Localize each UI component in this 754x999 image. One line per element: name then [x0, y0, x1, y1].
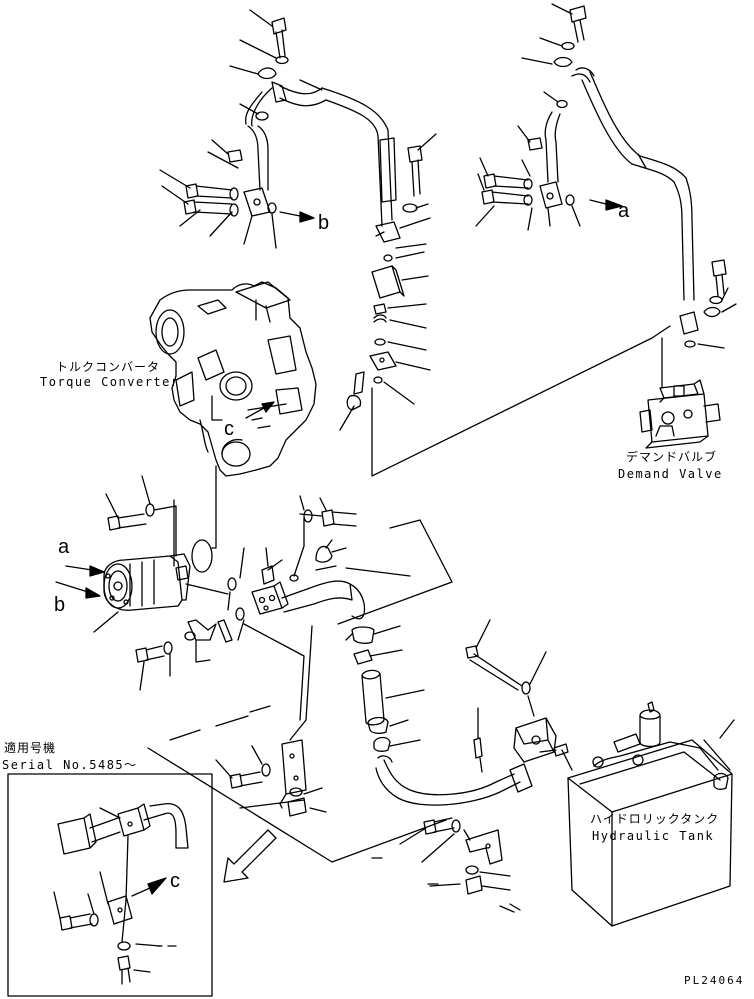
ref-a-pump: a — [58, 536, 70, 558]
serial-label-en: Serial No.5485～ — [2, 758, 138, 772]
ref-c-converter: c — [224, 418, 234, 440]
hose-assembly-left — [159, 9, 437, 249]
ref-a-valve: a — [618, 200, 630, 222]
serial-inset — [7, 773, 213, 997]
serial-label-jp: 適用号機 — [4, 741, 57, 755]
center-fitting-pipe — [147, 495, 453, 863]
demand-valve-label-jp: デマンドバルブ — [626, 450, 718, 464]
leader-dashes — [157, 857, 521, 947]
hydraulic-tank-label-jp: ハイドロリックタンク — [590, 812, 720, 826]
drawing-code: PL24064 — [684, 974, 745, 987]
hydraulic-tank-label-en: Hydraulic Tank — [592, 829, 715, 843]
torque-converter-label-jp: トルクコンバータ — [56, 360, 161, 374]
hose-assembly-right — [475, 3, 737, 349]
hollow-direction-arrow — [223, 829, 277, 883]
hydraulic-tank — [539, 701, 735, 927]
tank-pipe-parts — [345, 619, 557, 913]
ref-b-pump: b — [54, 594, 66, 616]
ref-b-flange: b — [318, 212, 330, 234]
demand-valve-label-en: Demand Valve — [618, 467, 723, 481]
ref-c-inset: c — [170, 870, 180, 892]
hydraulic-pump — [55, 475, 245, 691]
mounting-bracket — [215, 739, 327, 817]
torque-converter — [149, 281, 317, 549]
demand-valve — [639, 337, 721, 449]
torque-converter-label-en: Torque Converter — [40, 375, 180, 389]
valve-part-stack — [339, 217, 671, 477]
